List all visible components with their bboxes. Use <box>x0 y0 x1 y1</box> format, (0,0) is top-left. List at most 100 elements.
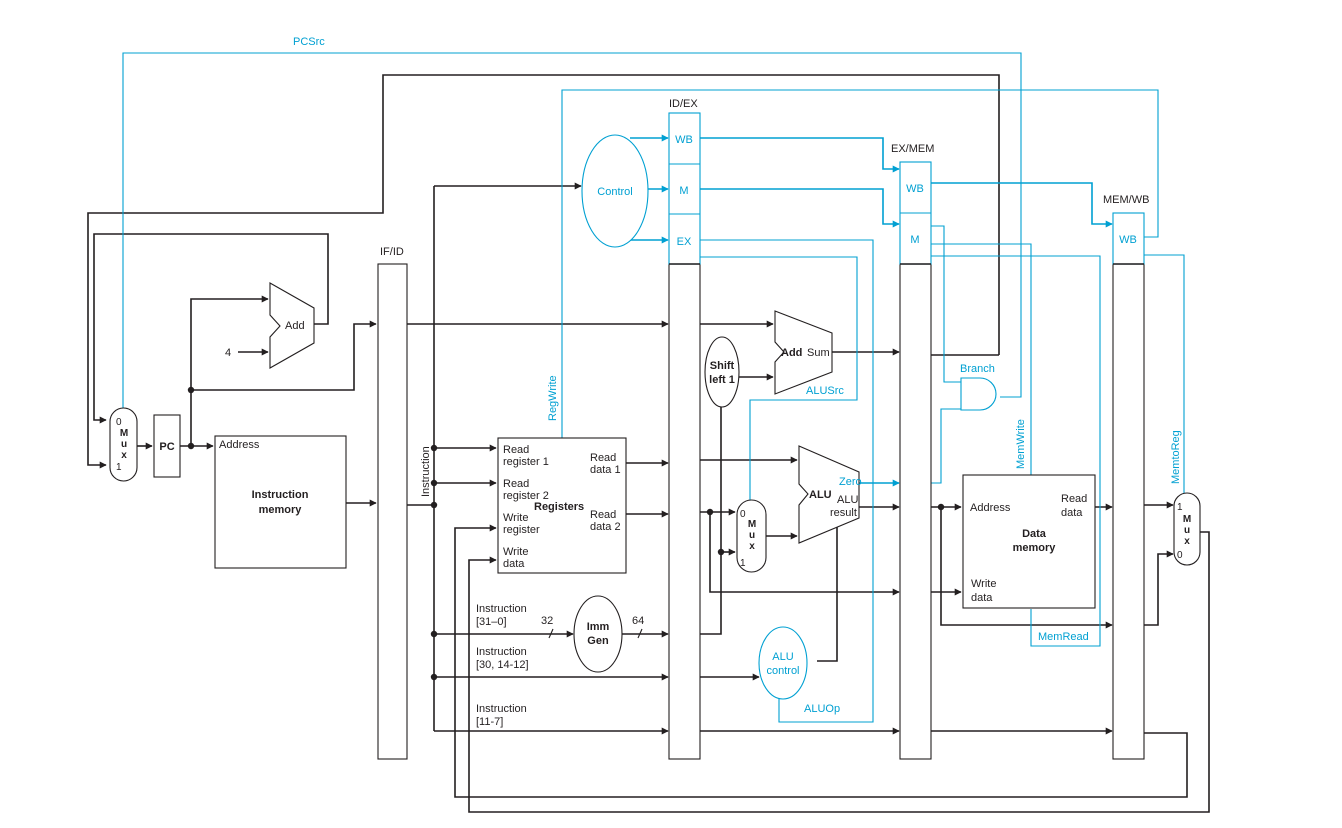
read-data-2-b: data 2 <box>590 521 621 533</box>
zero-signal-label: Zero <box>839 476 862 488</box>
instruction-memory-title-1: Instruction <box>252 489 309 501</box>
alu-src-mux-input-1: 1 <box>740 558 746 569</box>
alu-control-title-1: ALU <box>772 651 793 663</box>
control-label: Control <box>597 186 632 198</box>
pc-mux-x: x <box>121 450 127 461</box>
pc-mux-u: u <box>121 439 127 450</box>
instruction-memory-title-2: memory <box>259 504 303 516</box>
write-data-b: data <box>503 558 525 570</box>
mem-wb-wb: WB <box>1119 234 1137 246</box>
id-ex-m: M <box>679 185 688 197</box>
alu-src-mux-input-0: 0 <box>740 509 746 520</box>
alusrc-label: ALUSrc <box>806 385 844 397</box>
write-data-a: Write <box>503 546 528 558</box>
write-register-b: register <box>503 524 540 536</box>
data-memory-title-2: memory <box>1013 542 1057 554</box>
memtoreg-mux-x: x <box>1184 536 1190 547</box>
ex-mem-register: EX/MEM WB M <box>891 143 934 760</box>
mem-wb-register: MEM/WB WB <box>1103 194 1149 760</box>
instr-31-0-a: Instruction <box>476 603 527 615</box>
memtoreg-label: MemtoReg <box>1170 430 1182 484</box>
alu-control-title-2: control <box>766 665 799 677</box>
if-id-register: IF/ID <box>377 246 408 760</box>
instr-30-14-12-a: Instruction <box>476 646 527 658</box>
instr-11-7-a: Instruction <box>476 703 527 715</box>
registers-title: Registers <box>534 501 584 513</box>
memtoreg-mux: 1 0 M u x <box>1173 492 1201 566</box>
pc-adder: Add 4 <box>225 282 315 369</box>
id-ex-register: ID/EX WB M EX <box>668 98 701 760</box>
read-register-1-b: register 1 <box>503 456 549 468</box>
junction-dots <box>187 386 945 681</box>
instruction-field-labels: Instruction [31–0] Instruction [30, 14-1… <box>476 603 529 728</box>
alu-src-mux-u: u <box>749 530 755 541</box>
branch-label: Branch <box>960 363 995 375</box>
ex-mem-label: EX/MEM <box>891 143 934 155</box>
ex-mem-m: M <box>910 234 919 246</box>
branch-adder-label: Add <box>781 347 802 359</box>
data-memory-read-data-b: data <box>1061 507 1083 519</box>
instruction-memory: Address Instruction memory <box>214 435 347 569</box>
alu-control-unit: ALU control <box>758 626 808 700</box>
read-data-1-a: Read <box>590 452 616 464</box>
control-wires <box>122 52 1185 723</box>
imm-gen-title-2: Gen <box>587 635 609 647</box>
alu-src-mux-m: M <box>748 519 756 530</box>
branch-adder: Add Sum <box>774 310 833 395</box>
instruction-memory-address: Address <box>219 439 260 451</box>
memtoreg-mux-input-1: 1 <box>1177 502 1183 513</box>
data-memory-address: Address <box>970 502 1011 514</box>
shift-left-unit: Shift left 1 <box>704 336 740 408</box>
pc-mux-m: M <box>120 428 128 439</box>
data-memory-title-1: Data <box>1022 528 1047 540</box>
ex-mem-wb: WB <box>906 183 924 195</box>
read-data-1-b: data 1 <box>590 464 621 476</box>
write-register-a: Write <box>503 512 528 524</box>
datapath-wires <box>87 74 1210 813</box>
regwrite-label: RegWrite <box>547 375 559 421</box>
control-signal-labels: PCSrc RegWrite ALUSrc ALUOp Branch MemWr… <box>293 36 1182 715</box>
memwrite-label: MemWrite <box>1015 419 1027 469</box>
imm-gen-output-width: 64 <box>632 615 644 627</box>
memtoreg-mux-input-0: 0 <box>1177 550 1183 561</box>
shift-left-title-2: left 1 <box>709 374 735 386</box>
pc-mux-input-1: 1 <box>116 462 122 473</box>
alu-result-b: result <box>830 507 857 519</box>
alu-src-mux: 0 1 M u x <box>736 499 767 573</box>
id-ex-ex: EX <box>677 236 692 248</box>
data-memory-write-data-b: data <box>971 592 993 604</box>
pc-mux-input-0: 0 <box>116 417 122 428</box>
alu-label: ALU <box>809 489 832 501</box>
alu-result-a: ALU <box>837 494 858 506</box>
if-id-label: IF/ID <box>380 246 404 258</box>
instr-11-7-b: [11-7] <box>476 716 503 728</box>
instr-30-14-12-b: [30, 14-12] <box>476 659 529 671</box>
imm-gen: Imm Gen 32 64 <box>541 595 644 673</box>
data-memory: Address Read data Write data Data memory <box>962 474 1096 609</box>
data-memory-write-data-a: Write <box>971 578 996 590</box>
control-unit: Control <box>581 134 649 248</box>
pc-mux: 0 1 M u x <box>109 407 138 482</box>
instr-31-0-b: [31–0] <box>476 616 507 628</box>
memread-label: MemRead <box>1038 631 1089 643</box>
read-data-2-a: Read <box>590 509 616 521</box>
aluop-label: ALUOp <box>804 703 840 715</box>
mem-wb-label: MEM/WB <box>1103 194 1149 206</box>
program-counter: PC <box>153 414 181 478</box>
instruction-bus-label: Instruction <box>420 446 432 497</box>
pcsrc-label: PCSrc <box>293 36 325 48</box>
id-ex-label: ID/EX <box>669 98 698 110</box>
imm-gen-input-width: 32 <box>541 615 553 627</box>
alu: ALU Zero ALU result <box>798 445 862 544</box>
read-register-2-a: Read <box>503 478 529 490</box>
shift-left-title-1: Shift <box>710 360 735 372</box>
read-register-2-b: register 2 <box>503 490 549 502</box>
data-memory-read-data-a: Read <box>1061 493 1087 505</box>
memtoreg-mux-u: u <box>1184 525 1190 536</box>
branch-and-gate <box>960 377 997 411</box>
id-ex-wb: WB <box>675 134 693 146</box>
pc-label: PC <box>159 441 174 453</box>
constant-four: 4 <box>225 347 231 359</box>
imm-gen-title-1: Imm <box>587 621 610 633</box>
